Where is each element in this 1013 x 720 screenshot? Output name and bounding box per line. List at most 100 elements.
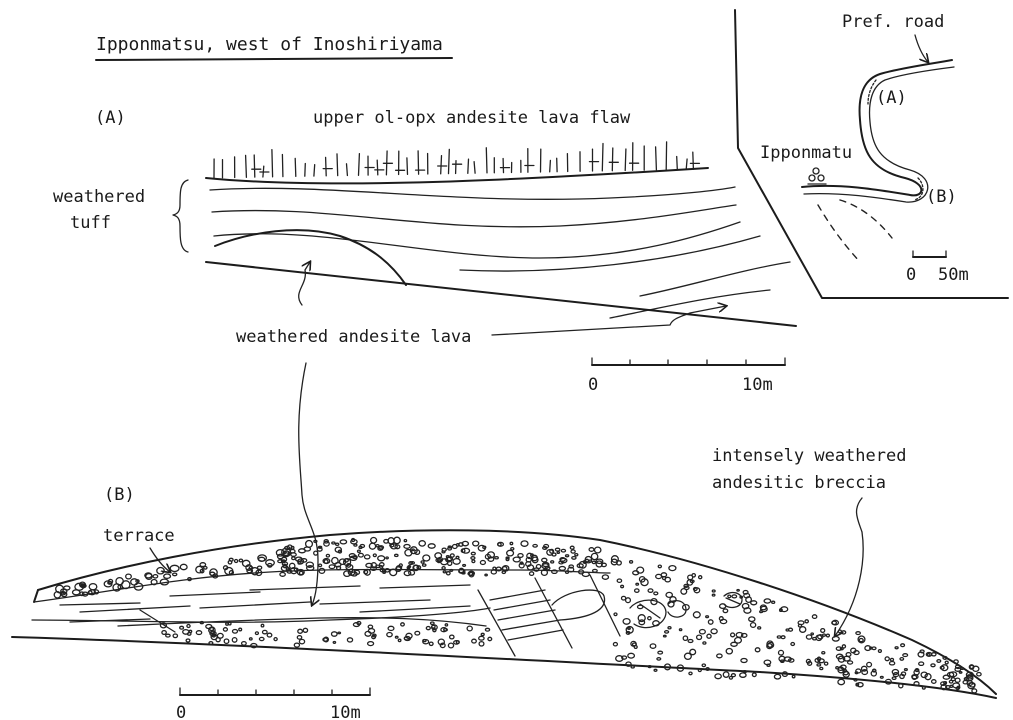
- road-label-arrow: [915, 35, 928, 62]
- breccia-clast: [602, 575, 608, 579]
- breccia-clast: [658, 651, 663, 654]
- weathered-lava-label: weathered andesite lava: [236, 327, 471, 347]
- column-joint: [326, 157, 327, 175]
- column-joint: [407, 158, 408, 175]
- breccia-clast: [471, 552, 475, 555]
- column-joint: [449, 149, 450, 173]
- breccia-clast: [572, 557, 576, 560]
- breccia-clast: [570, 546, 574, 549]
- scale-bar-inset: 0 50m: [906, 251, 969, 285]
- column-joint: [686, 159, 687, 169]
- breccia-clast: [880, 676, 883, 678]
- column-joint: [602, 144, 603, 171]
- breccia-clast: [404, 540, 406, 542]
- breccia-clast: [694, 588, 698, 591]
- breccia-clast: [359, 553, 364, 557]
- breccia-clast: [507, 550, 514, 556]
- breccia-clast: [267, 633, 272, 637]
- breccia-clast: [666, 592, 672, 597]
- tuff-label-line1: weathered: [53, 187, 145, 207]
- breccia-clast: [937, 660, 941, 663]
- breccia-clast: [471, 557, 475, 560]
- breccia-clast: [319, 564, 322, 567]
- column-joint: [693, 152, 694, 169]
- breccia-clast: [755, 648, 760, 652]
- breccia-clast: [419, 541, 425, 546]
- breccia-clast: [700, 630, 706, 634]
- breccia-clast: [689, 672, 692, 675]
- breccia-clast: [723, 609, 728, 613]
- tuff-layer-2: [212, 205, 736, 227]
- breccia-clast: [533, 545, 537, 548]
- breccia-clast: [467, 626, 472, 631]
- breccia-clast: [274, 638, 277, 641]
- breccia-clast: [699, 576, 702, 579]
- breccia-clast: [415, 631, 420, 635]
- breccia-clast: [401, 623, 405, 626]
- breccia-clast: [732, 595, 737, 598]
- breccia-clast: [263, 630, 268, 633]
- column-joint: [550, 160, 551, 171]
- breccia-clast: [404, 571, 411, 576]
- breccia-clast: [731, 642, 737, 646]
- breccia-clast: [892, 670, 898, 675]
- breccia-clast: [380, 563, 384, 567]
- breccia-clast: [595, 547, 601, 553]
- breccia-clast: [404, 545, 410, 549]
- scale-bar-b: 0 10m: [176, 688, 370, 720]
- breccia-clast: [593, 569, 598, 572]
- breccia-clast: [426, 627, 430, 630]
- breccia-clast: [511, 548, 514, 550]
- breccia-clast: [314, 551, 318, 555]
- breccia-clast: [239, 559, 242, 562]
- breccia-clast: [223, 628, 227, 631]
- breccia-clast: [183, 630, 189, 635]
- breccia-clast: [472, 639, 477, 643]
- breccia-clast: [173, 573, 177, 576]
- site-a-outcrop: [868, 80, 876, 104]
- breccia-clast: [712, 594, 715, 596]
- breccia-clast: [720, 619, 726, 623]
- breccia-clast: [703, 642, 706, 644]
- breccia-clast: [878, 650, 881, 653]
- breccia-clast: [445, 624, 447, 626]
- breccia-clast: [187, 625, 190, 628]
- column-joint: [272, 150, 273, 177]
- breccia-clast: [326, 554, 329, 557]
- breccia-clast: [774, 674, 780, 679]
- breccia-clast: [162, 631, 166, 635]
- breccia-clast: [922, 687, 925, 690]
- breccia-clast: [729, 677, 732, 680]
- breccia-clast: [324, 560, 328, 564]
- column-joint: [314, 165, 315, 177]
- breccia-clast: [542, 558, 547, 562]
- breccia-clast: [859, 639, 863, 642]
- breccia-clast: [846, 653, 851, 657]
- breccia-clast: [153, 575, 158, 578]
- breccia-clast: [617, 579, 621, 582]
- breccia-clast: [811, 633, 813, 635]
- column-joint: [359, 154, 360, 176]
- breccia-clast: [369, 543, 375, 549]
- breccia-clast: [463, 565, 466, 567]
- breccia-clast: [429, 642, 433, 645]
- breccia-clast: [566, 555, 569, 557]
- breccia-clast: [555, 548, 559, 551]
- breccia-clast: [571, 550, 575, 553]
- breccia-clast: [589, 548, 594, 552]
- section-a-label: (A): [95, 108, 126, 128]
- breccia-clast: [901, 644, 905, 647]
- breccia-clast: [450, 554, 454, 557]
- breccia-clast: [779, 650, 784, 655]
- breccia-clast: [335, 563, 341, 567]
- breccia-clast: [294, 643, 299, 647]
- breccia-clast: [173, 634, 177, 638]
- scale-inset-end: 50m: [938, 265, 969, 285]
- breccia-clast: [398, 639, 401, 641]
- breccia-clast: [292, 557, 295, 560]
- breccia-clast: [648, 617, 651, 620]
- breccia-clast: [423, 564, 426, 566]
- breccia-clast: [723, 672, 729, 677]
- breccia-clast: [233, 630, 238, 634]
- slope-dash-1: [818, 205, 860, 262]
